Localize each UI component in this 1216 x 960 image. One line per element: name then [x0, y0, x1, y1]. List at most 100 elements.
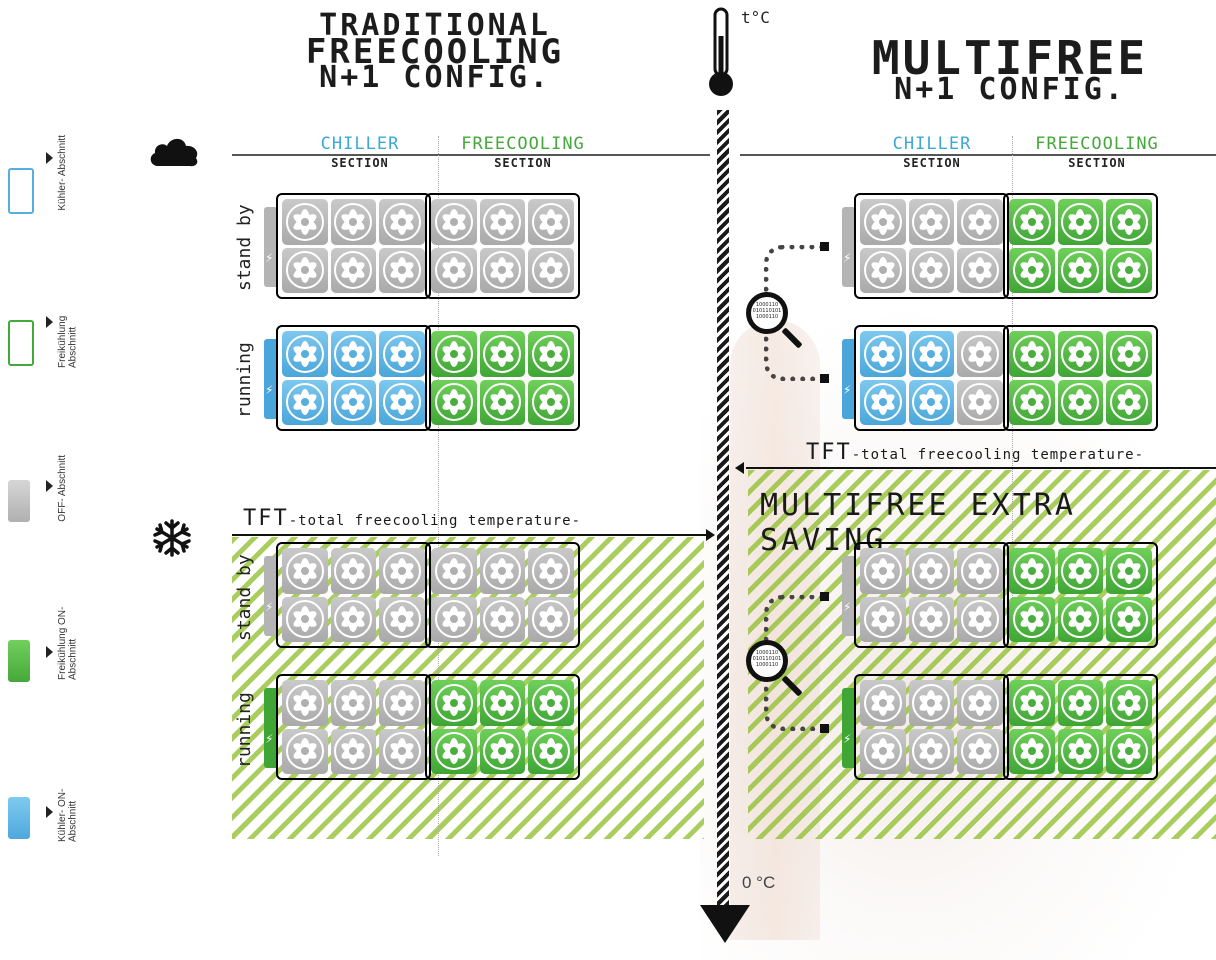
power-indicator: ⚡	[264, 339, 276, 419]
fan-cell	[1009, 680, 1055, 726]
fan-icon	[383, 383, 422, 422]
fan-cell	[908, 548, 955, 594]
chiller-unit-multi-running-warm: ⚡	[842, 325, 1160, 433]
fan-icon	[483, 732, 522, 771]
fan-cell	[379, 548, 425, 594]
fan-icon	[1061, 732, 1100, 771]
legend-label: OFF- Abschnitt	[57, 455, 68, 522]
fan-icon	[1012, 383, 1051, 422]
fan-icon	[961, 334, 1000, 373]
legend-off-section: OFF- Abschnitt	[8, 455, 118, 535]
fan-icon	[285, 732, 324, 771]
fan-cell	[479, 596, 526, 642]
fan-icon	[434, 383, 473, 422]
tft-arrow-icon	[706, 529, 715, 541]
chiller-section	[854, 674, 1009, 780]
chiller-unit-multi-running-cold: ⚡	[842, 674, 1160, 782]
fan-cell	[957, 379, 1003, 425]
fan-icon	[532, 251, 571, 290]
fan-cell	[379, 247, 425, 293]
fan-cell	[330, 680, 377, 726]
fan-icon	[483, 383, 522, 422]
row-label-standby: stand by	[234, 554, 255, 642]
chiller-unit-multi-standby-cold: ⚡	[842, 542, 1160, 650]
fan-cell	[431, 596, 477, 642]
traditional-title-line-3: N+1 CONFIG.	[319, 60, 551, 96]
fan-icon	[912, 334, 951, 373]
section-sub: SECTION	[494, 156, 552, 170]
fan-icon	[912, 732, 951, 771]
legend-swatch	[8, 797, 30, 839]
divider	[438, 136, 439, 856]
legend-arrow-icon	[46, 316, 53, 328]
chiller-section	[854, 193, 1009, 299]
lightning-icon: ⚡	[843, 600, 852, 614]
fan-cell	[479, 247, 526, 293]
fan-cell	[1009, 247, 1055, 293]
lightning-icon: ⚡	[265, 732, 274, 746]
fan-icon	[1012, 334, 1051, 373]
tft-label-traditional: TFT-total freecooling temperature-	[243, 506, 581, 531]
temperature-axis	[717, 110, 729, 910]
fan-cell	[479, 680, 526, 726]
row-label-running: running	[234, 692, 255, 768]
fan-icon	[383, 600, 422, 639]
fan-icon	[383, 732, 422, 771]
fan-icon	[532, 334, 571, 373]
fan-cell	[957, 548, 1003, 594]
fan-icon	[961, 732, 1000, 771]
fan-cell	[330, 247, 377, 293]
fan-cell	[957, 680, 1003, 726]
chiller-unit-trad-running-cold: ⚡	[264, 674, 582, 782]
fan-icon	[434, 600, 473, 639]
fan-cell	[431, 247, 477, 293]
fan-icon	[285, 383, 324, 422]
legend-label: Kühler- ON-Abschnitt	[57, 788, 79, 842]
fan-cell	[1057, 728, 1104, 774]
fan-icon	[532, 383, 571, 422]
fan-icon	[863, 383, 902, 422]
fan-icon	[1110, 251, 1149, 290]
freecooling-section	[425, 674, 580, 780]
chiller-section	[854, 325, 1009, 431]
multifree-title: MULTIFREE N+1 CONFIG.	[810, 35, 1210, 104]
freecooling-section	[425, 325, 580, 431]
fan-cell	[1106, 548, 1152, 594]
fan-cell	[860, 331, 906, 377]
power-indicator: ⚡	[264, 207, 276, 287]
fan-cell	[908, 379, 955, 425]
trad-chiller-section-header: CHILLER SECTION	[290, 134, 430, 170]
temperature-bottom-label: 0 °C	[742, 873, 776, 892]
traditional-title-line-1: TRADITIONAL	[319, 8, 551, 43]
fan-cell	[1057, 247, 1104, 293]
fan-icon	[1110, 383, 1149, 422]
legend-chiller-section: Kühler- Abschnitt	[8, 135, 118, 220]
fan-cell	[860, 728, 906, 774]
fan-cell	[1009, 728, 1055, 774]
fan-cell	[431, 199, 477, 245]
fan-cell	[908, 331, 955, 377]
fan-icon	[1061, 334, 1100, 373]
fan-icon	[863, 683, 902, 722]
freecooling-section	[1003, 325, 1158, 431]
fan-icon	[1110, 683, 1149, 722]
section-sub: SECTION	[331, 156, 389, 170]
fan-cell	[282, 728, 328, 774]
fan-cell	[1009, 199, 1055, 245]
power-indicator: ⚡	[264, 688, 276, 768]
fan-icon	[334, 334, 373, 373]
fan-cell	[330, 596, 377, 642]
legend-label: Freikühlung Abschnitt	[57, 315, 79, 368]
section-name: CHILLER	[892, 134, 972, 154]
fan-icon	[912, 202, 951, 241]
divider	[232, 154, 710, 156]
legend-chiller-on-section: Kühler- ON-Abschnitt	[8, 762, 118, 842]
chiller-unit-trad-standby-cold: ⚡	[264, 542, 582, 650]
fan-icon	[1012, 600, 1051, 639]
fan-icon	[434, 683, 473, 722]
fan-cell	[1106, 728, 1152, 774]
fan-icon	[863, 600, 902, 639]
fan-icon	[961, 251, 1000, 290]
chiller-section	[276, 542, 431, 648]
fan-icon	[1012, 732, 1051, 771]
